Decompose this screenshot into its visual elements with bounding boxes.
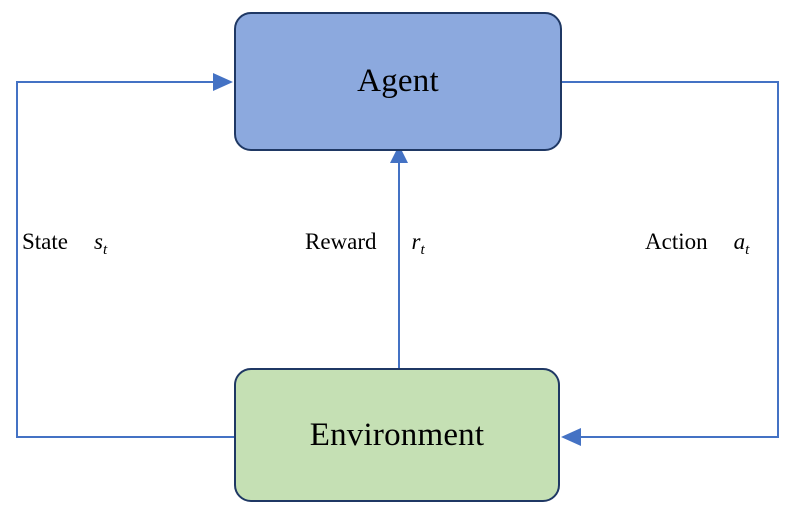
reward-label-text: Reward [305, 229, 377, 254]
edge-reward [390, 145, 408, 368]
edge-label-reward: Reward rt [305, 229, 425, 258]
state-arrowhead-icon [213, 73, 233, 91]
node-environment-label: Environment [309, 416, 485, 453]
edge-label-state: State st [22, 229, 108, 258]
state-line [16, 81, 234, 438]
action-label-text: Action [645, 229, 708, 254]
edge-label-action: Action at [645, 229, 750, 258]
node-agent[interactable]: Agent [234, 12, 562, 151]
state-symbol: st [94, 229, 108, 258]
reward-arrowhead-icon [390, 145, 408, 163]
reward-symbol: rt [411, 229, 425, 258]
edge-state [16, 73, 234, 438]
node-environment[interactable]: Environment [234, 368, 560, 502]
action-line [562, 81, 779, 438]
action-arrowhead-icon [561, 428, 581, 446]
state-label-text: State [22, 229, 68, 254]
action-symbol: at [733, 229, 750, 258]
edge-action [561, 81, 779, 446]
node-agent-label: Agent [357, 63, 439, 99]
